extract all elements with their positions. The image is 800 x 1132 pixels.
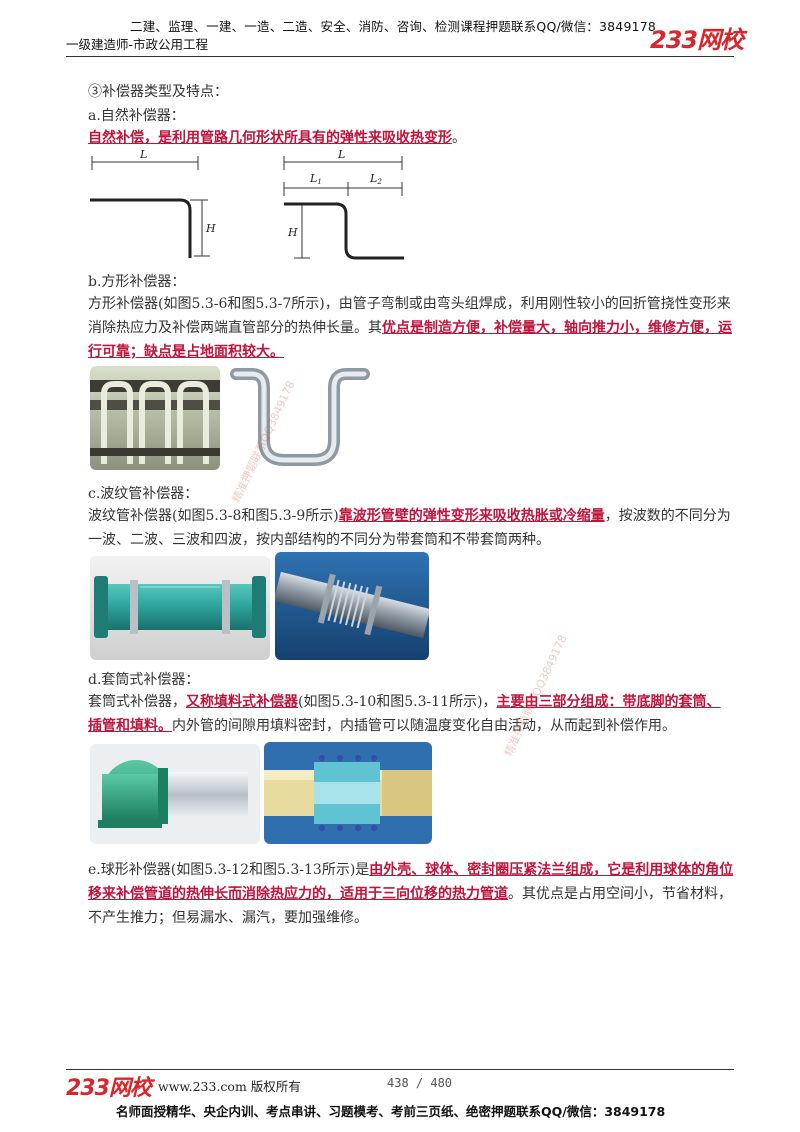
diagram-left-label-l: L (139, 148, 147, 161)
square-compensator-drawing (230, 368, 370, 466)
sleeve-compensator-photo (90, 744, 260, 844)
diagram-right-label-l: L (337, 148, 345, 161)
item-d-key-2: 主要由三部分组成：带底脚的套筒、插管和填料。 (88, 694, 721, 734)
section-title: ③补偿器类型及特点： (88, 84, 228, 100)
item-e-paragraph: e.球形补偿器(如图5.3-12和图5.3-13所示)是由外壳、球体、密封圈压紧… (88, 862, 734, 926)
svg-text:L1: L1 (309, 172, 322, 186)
footer-rule (66, 1069, 734, 1070)
footer-logo: 233网校 (66, 1076, 152, 1101)
item-a-definition-key: 自然补偿，是利用管路几何形状所具有的弹性来吸收热变形 (88, 130, 452, 146)
diagram-right-label-l2: L (369, 172, 377, 185)
footer-site: www.233.com 版权所有 (158, 1079, 301, 1094)
sleeve-compensator-render (264, 742, 432, 844)
item-a-title: a.自然补偿器： (88, 108, 185, 124)
bellows-compensator-photo (90, 556, 270, 660)
item-c-paragraph: 波纹管补偿器(如图5.3-8和图5.3-9所示)靠波形管壁的弹性变形来吸收热胀或… (88, 508, 731, 548)
item-d-paragraph: 套筒式补偿器，又称填料式补偿器(如图5.3-10和图5.3-11所示)，主要由三… (88, 694, 721, 734)
diagram-right-label-h: H (287, 226, 298, 239)
item-c-key: 靠波形管壁的弹性变形来吸收热胀或冷缩量 (338, 508, 605, 524)
item-d-key-1: 又称填料式补偿器 (186, 694, 298, 710)
item-a-definition: 自然补偿，是利用管路几何形状所具有的弹性来吸收热变形。 (88, 130, 466, 146)
item-b-paragraph: 方形补偿器(如图5.3-6和图5.3-7所示)，由管子弯制或由弯头组焊成，利用刚… (88, 296, 732, 360)
natural-compensator-z-diagram: L L1 L2 H (283, 148, 404, 260)
page-number: 438 / 480 (387, 1076, 453, 1090)
svg-text:L2: L2 (369, 172, 382, 186)
header-logo: 233网校 (650, 26, 744, 54)
item-d-title: d.套筒式补偿器： (88, 672, 200, 688)
header-rule (66, 56, 734, 57)
item-c-title: c.波纹管补偿器： (88, 486, 199, 502)
bellows-compensator-render (275, 552, 429, 660)
diagram-right-label-l1: L (309, 172, 317, 185)
item-b-key: 优点是制造方便，补偿量大，轴向推力小，维修方便，运行可靠；缺点是占地面积较大。 (88, 320, 732, 360)
footer-bottom-line: 名师面授精华、央企内训、考点串讲、习题模考、考前三页纸、绝密押题联系QQ/微信：… (116, 1104, 666, 1119)
item-e-key: 由外壳、球体、密封圈压紧法兰组成，它是利用球体的角位移来补偿管道的热伸长而消除热… (88, 862, 734, 902)
square-compensator-photo (90, 366, 220, 470)
diagram-left-label-h: H (205, 222, 216, 235)
header-subtitle: 一级建造师-市政公用工程 (66, 37, 209, 52)
item-b-title: b.方形补偿器： (88, 274, 186, 290)
natural-compensator-l-diagram: L H (90, 148, 216, 258)
header-top-line: 二建、监理、一建、一造、二造、安全、消防、咨询、检测课程押题联系QQ/微信：38… (130, 19, 657, 34)
